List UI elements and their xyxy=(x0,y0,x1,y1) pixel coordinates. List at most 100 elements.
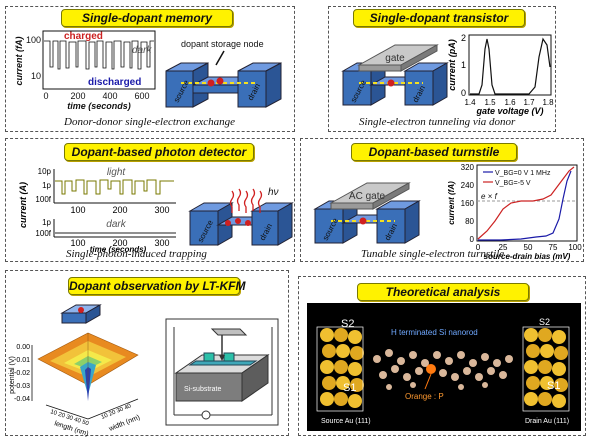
memory-figure: 100 10 0 200 400 600 time (seconds) curr… xyxy=(14,30,282,111)
turnstile-blue-trace xyxy=(478,170,572,241)
transistor-xtick: 1.5 xyxy=(484,98,496,107)
memory-dark-label: dark xyxy=(132,45,152,56)
memory-xtick: 600 xyxy=(134,91,149,101)
panel-title: Single-dopant memory xyxy=(61,9,233,27)
memory-state-charged: charged xyxy=(64,31,103,42)
transistor-xtick: 1.7 xyxy=(523,98,535,107)
kfm-potential-surface xyxy=(37,332,139,401)
kfm-ztick: -0.02 xyxy=(14,370,30,377)
kfm-ztick: -0.03 xyxy=(14,383,30,390)
photon-ytick: 100f xyxy=(35,229,51,238)
drain-au-electrode xyxy=(522,326,570,412)
photon-ytick: 1p xyxy=(42,218,51,227)
turnstile-ytick: 240 xyxy=(461,181,475,190)
photon-arrows xyxy=(229,188,263,213)
turnstile-ytick: 160 xyxy=(461,199,475,208)
transistor-ytick: 0 xyxy=(461,88,466,98)
phosphorus-dopant xyxy=(426,364,436,374)
memory-node-arrow xyxy=(215,50,225,66)
turnstile-ef-label: e × f xyxy=(481,192,498,201)
photon-xtick: 100 xyxy=(70,238,85,248)
photon-device: hν source drain xyxy=(188,187,294,246)
panel-turnstile: Dopant-based turnstile AC gate source dr… xyxy=(300,138,584,262)
memory-state-discharged: discharged xyxy=(88,77,141,88)
photon-dark-label: dark xyxy=(106,219,126,230)
turnstile-ylabel: current (fA) xyxy=(447,181,456,225)
photon-ytick: 10p xyxy=(38,167,52,176)
panel-title: Dopant observation by LT-KFM xyxy=(68,277,246,295)
panel-title: Dopant-based photon detector xyxy=(64,143,254,161)
source-au-electrode xyxy=(316,326,364,412)
photon-xtick: 200 xyxy=(112,238,127,248)
memory-ytick: 100 xyxy=(26,35,41,45)
turnstile-xtick: 75 xyxy=(549,243,558,252)
turnstile-ytick: 0 xyxy=(470,235,475,244)
transistor-ytick: 2 xyxy=(461,33,466,43)
turnstile-legend-red: V_BG=-5 V xyxy=(495,180,531,187)
turnstile-xtick: 100 xyxy=(568,243,582,252)
transistor-xtick: 1.4 xyxy=(464,98,476,107)
transistor-xtick: 1.6 xyxy=(504,98,516,107)
turnstile-plot-frame xyxy=(476,164,578,242)
transistor-device: gate source drain xyxy=(341,44,449,106)
photon-xtick: 200 xyxy=(112,205,127,215)
memory-xtick: 0 xyxy=(43,91,48,101)
theory-drain-label: Drain Au (111) xyxy=(525,418,569,425)
transistor-figure: gate source drain 2 1 0 1.4 1.5 1.6 1.7 … xyxy=(341,33,554,116)
transistor-ytick: 1 xyxy=(461,60,466,70)
memory-xtick: 200 xyxy=(70,91,85,101)
photon-xtick: 100 xyxy=(70,205,85,215)
panel-caption: Single-electron tunneling via donor xyxy=(359,116,516,128)
theory-s1-left-label: S1 xyxy=(343,382,356,394)
dopant-atom xyxy=(387,79,395,87)
memory-trace xyxy=(44,40,154,70)
photon-hv-label: hν xyxy=(268,187,279,198)
theory-nanorod-label: H terminated Si nanorod xyxy=(391,328,478,337)
transistor-xlabel: gate voltage (V) xyxy=(475,106,543,116)
panel-lt-kfm: Dopant observation by LT-KFM 0.00 -0.01 … xyxy=(5,270,289,437)
turnstile-device: AC gate source drain xyxy=(313,182,421,244)
memory-ytick: 10 xyxy=(31,71,41,81)
photon-ylabel: current (A) xyxy=(18,182,28,228)
transistor-xtick: 1.8 xyxy=(542,98,554,107)
theory-s2-right-label: S2 xyxy=(539,317,550,327)
turnstile-red-trace xyxy=(477,166,575,240)
panel-caption: Tunable single-electron turnstile xyxy=(361,248,505,260)
kfm-zlabel: potential (V) xyxy=(9,356,16,394)
turnstile-xtick: 0 xyxy=(476,243,481,252)
turnstile-legend-blue: V_BG=0 V 1 MHz xyxy=(495,170,551,177)
transistor-gate-label: gate xyxy=(385,53,405,64)
turnstile-ytick: 80 xyxy=(465,217,474,226)
transistor-trace xyxy=(470,37,551,95)
turnstile-xtick: 50 xyxy=(524,243,533,252)
panel-title: Dopant-based turnstile xyxy=(351,143,517,161)
panel-single-dopant-transistor: Single-dopant transistor gate source dra… xyxy=(328,6,556,132)
theory-s1-right-label: S1 xyxy=(547,380,560,392)
dopant-atom xyxy=(245,220,251,226)
turnstile-xlabel: source-drain bias (mV) xyxy=(484,252,571,261)
dopant-atom xyxy=(235,218,241,224)
memory-ylabel: current (fA) xyxy=(14,36,24,85)
kfm-ztick: -0.01 xyxy=(14,357,30,364)
memory-xlabel: time (seconds) xyxy=(67,101,131,111)
photon-light-label: light xyxy=(107,167,127,178)
theory-dopant-label: Orange : P xyxy=(405,392,444,401)
kfm-ztick: 0.00 xyxy=(16,344,30,351)
panel-theoretical-analysis: Theoretical analysis S2 S1 Source Au (11… xyxy=(298,276,586,436)
kfm-ztick: -0.04 xyxy=(14,396,30,403)
panel-caption: Single-photon-induced trapping xyxy=(66,248,207,260)
photon-xtick: 300 xyxy=(154,205,169,215)
photon-xlabel: time (seconds) xyxy=(90,245,147,254)
turnstile-gate-label: AC gate xyxy=(349,191,386,202)
panel-single-dopant-memory: Single-dopant memory 100 10 0 200 400 60… xyxy=(5,6,295,132)
kfm-instrument: Si-substrate xyxy=(165,318,279,426)
photon-xtick: 300 xyxy=(154,238,169,248)
kfm-inset-device xyxy=(60,304,102,324)
turnstile-ytick: 320 xyxy=(461,163,475,172)
turnstile-xtick: 25 xyxy=(499,243,508,252)
dopant-atom xyxy=(207,79,215,87)
transistor-ylabel: current (pA) xyxy=(447,39,457,91)
si-nanorod xyxy=(373,349,513,390)
panel-photon-detector: Dopant-based photon detector light 10p 1… xyxy=(5,138,295,262)
photon-ytick: 100f xyxy=(35,195,51,204)
